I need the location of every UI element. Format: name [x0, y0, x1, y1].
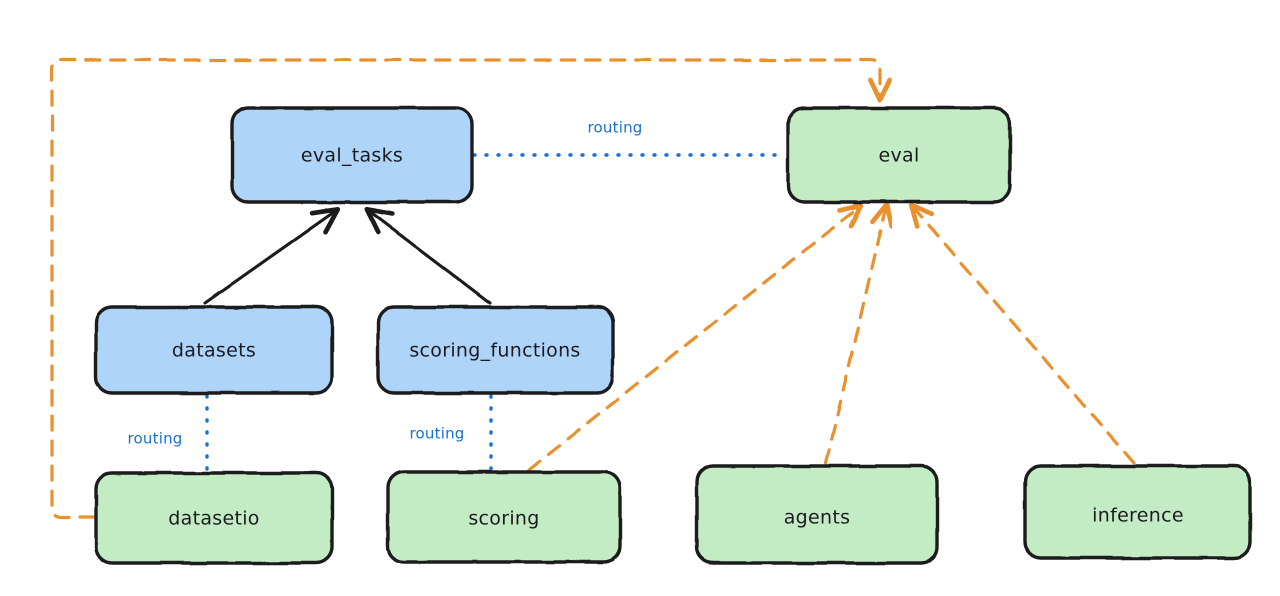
edge-labels-layer: routing routing routing [128, 119, 643, 448]
node-eval-shape [786, 106, 1012, 204]
edge-label-routing-eval: routing [588, 119, 643, 137]
node-datasets-shape [94, 305, 334, 395]
edge-datasets-eval-tasks [203, 206, 341, 305]
node-scoring-functions-shape [376, 305, 615, 395]
edges-layer [50, 58, 1136, 519]
nodes-layer: eval_tasks eval datasets scoring_functio… [94, 106, 1252, 565]
edge-label-routing-scoring: routing [410, 425, 465, 443]
node-datasets[interactable]: datasets [94, 305, 334, 395]
edge-scoring-functions-eval-tasks [363, 206, 492, 305]
node-scoring-shape [386, 470, 622, 564]
node-datasetio-shape [94, 471, 334, 565]
node-datasetio[interactable]: datasetio [94, 471, 334, 565]
node-inference-shape [1023, 464, 1252, 560]
edge-scoring-eval [527, 208, 858, 472]
node-eval-tasks-shape [230, 106, 474, 204]
edge-inference-eval [914, 208, 1136, 465]
node-agents-label: agents [784, 507, 851, 529]
edge-datasetio-eval [50, 58, 880, 519]
node-agents-shape [695, 464, 939, 565]
node-inference-label: inference [1092, 505, 1184, 527]
node-datasets-label: datasets [172, 340, 256, 362]
node-eval-tasks-label: eval_tasks [301, 145, 403, 167]
node-scoring-label: scoring [468, 508, 539, 530]
node-scoring-functions-label: scoring_functions [409, 340, 580, 362]
node-inference[interactable]: inference [1023, 464, 1252, 560]
node-scoring-functions[interactable]: scoring_functions [376, 305, 615, 395]
node-eval-tasks[interactable]: eval_tasks [230, 106, 474, 204]
node-eval-label: eval [878, 145, 919, 167]
edge-label-routing-datasetio: routing [128, 430, 183, 448]
edge-agents-eval [824, 208, 886, 465]
node-scoring[interactable]: scoring [386, 470, 622, 564]
node-datasetio-label: datasetio [168, 508, 259, 530]
node-eval[interactable]: eval [786, 106, 1012, 204]
node-agents[interactable]: agents [695, 464, 939, 565]
